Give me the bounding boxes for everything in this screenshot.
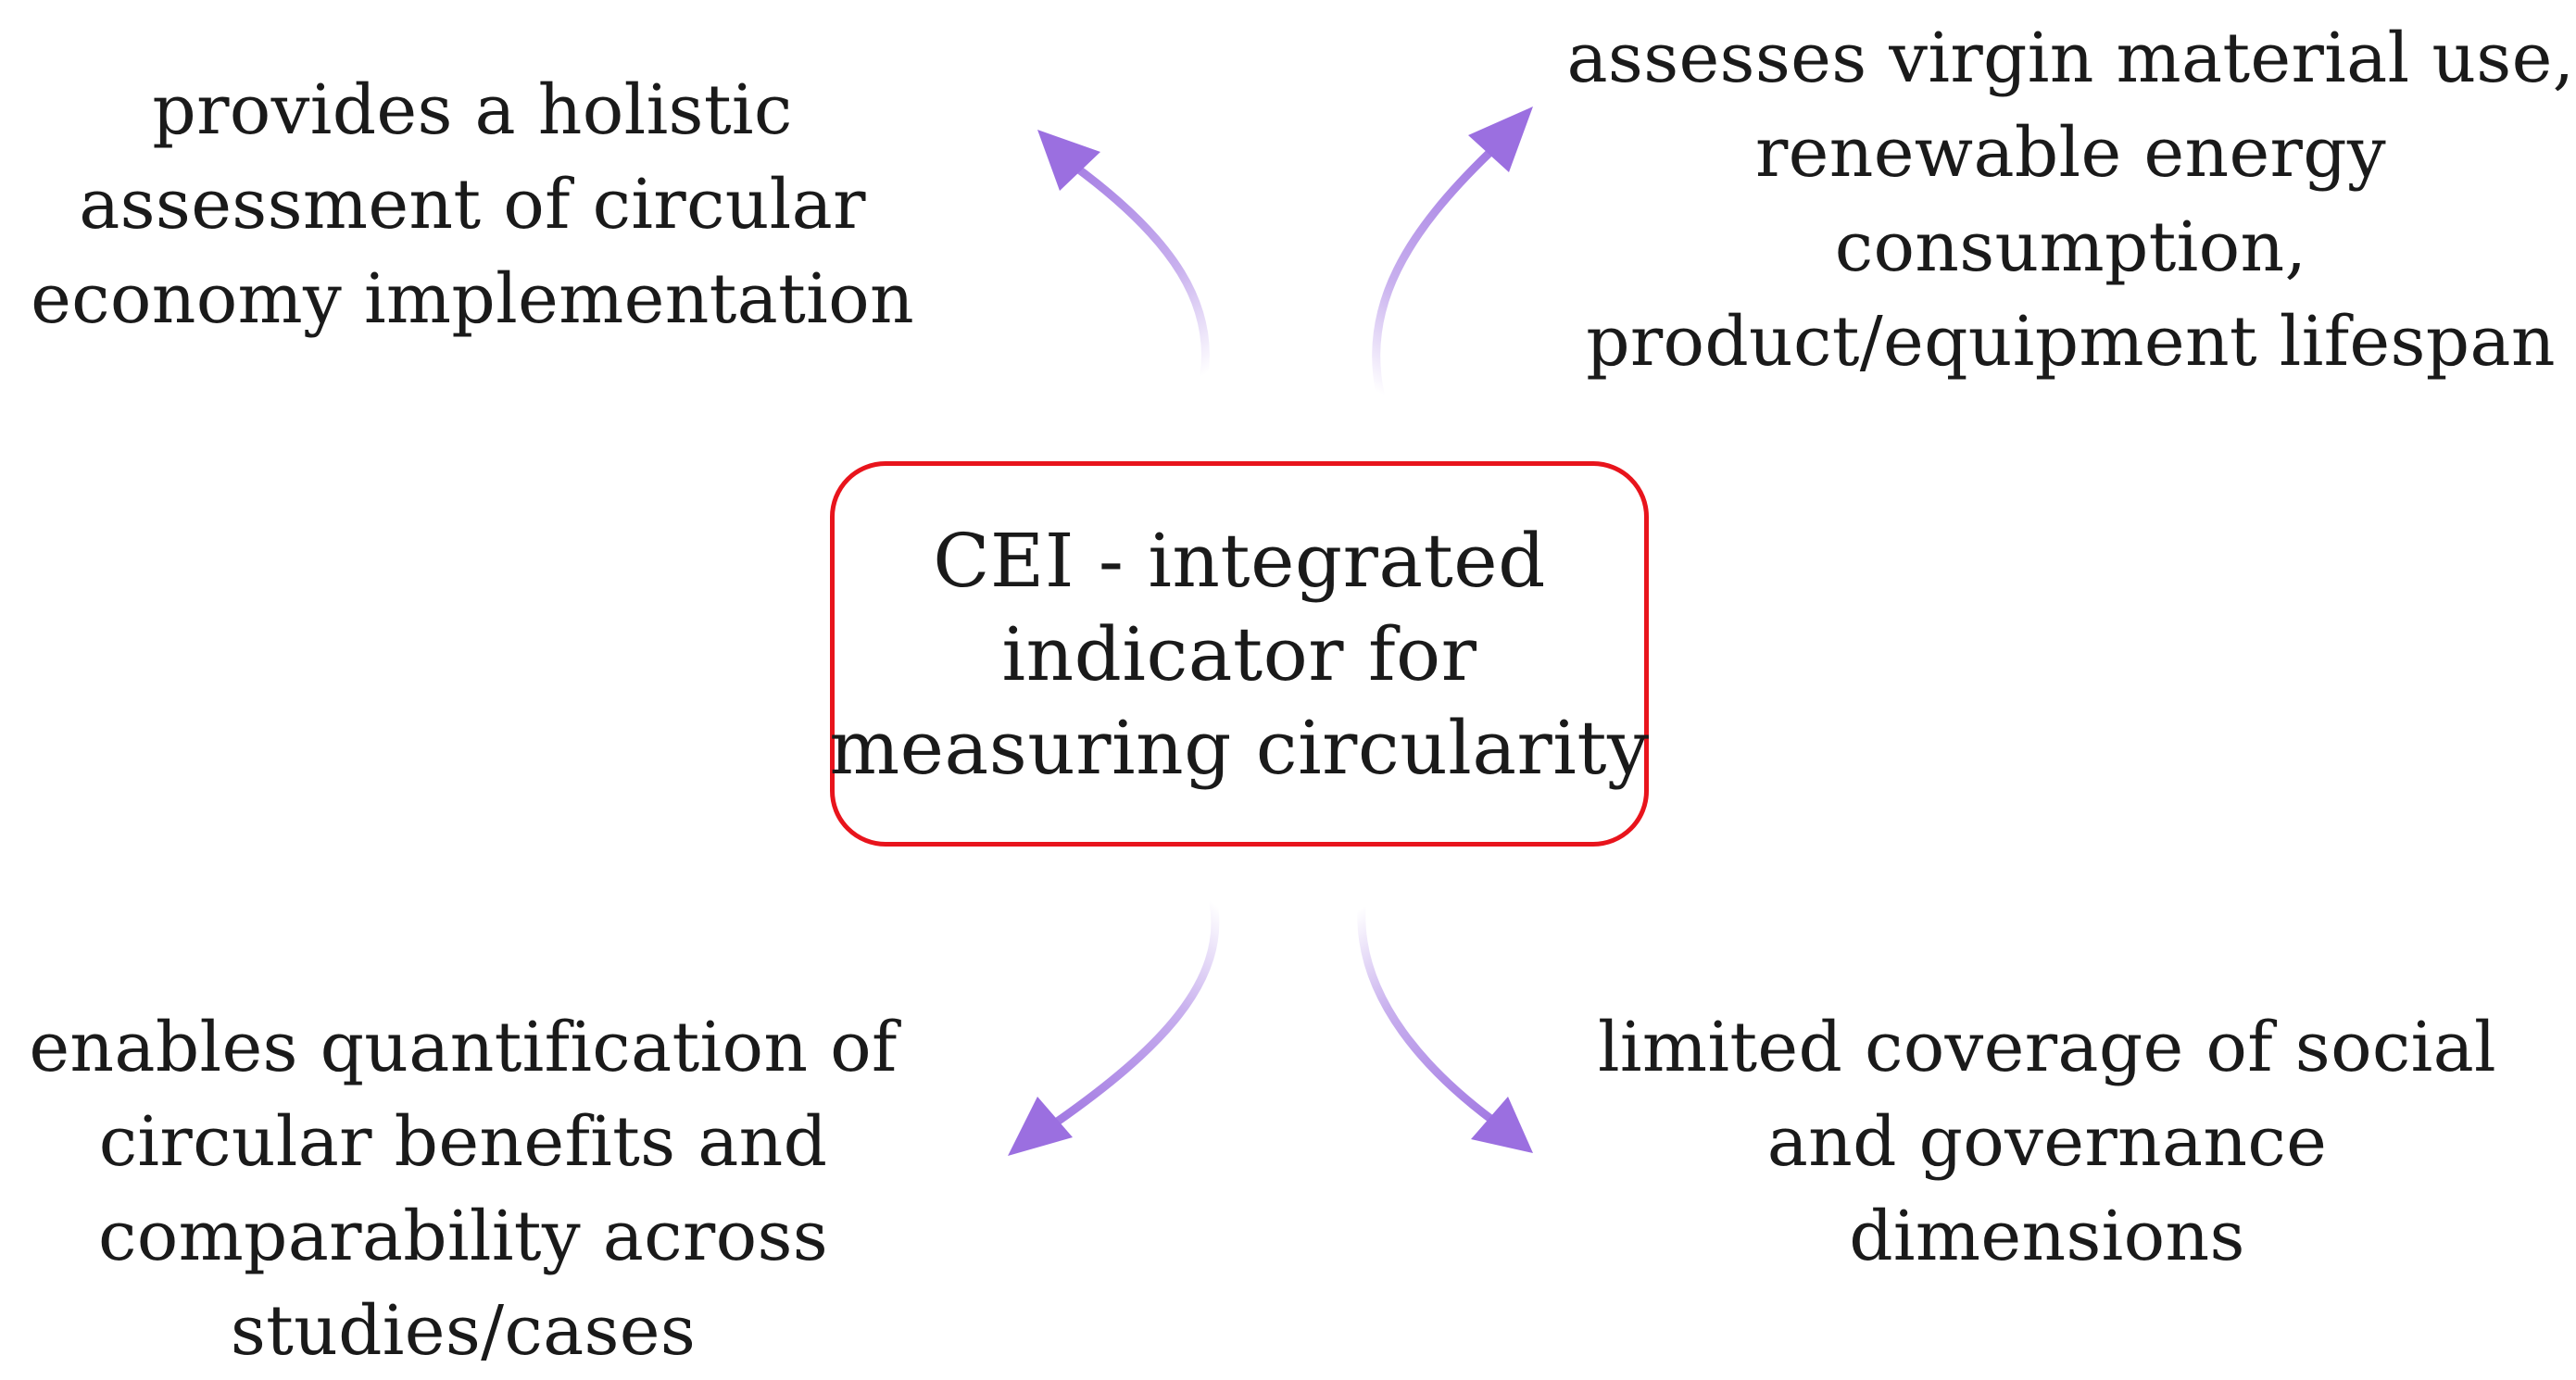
arrow-top-right: [1372, 107, 1533, 398]
note-top-right: assesses virgin material use, renewable …: [1565, 11, 2576, 389]
central-concept-text: CEI - integrated indicator for measuring…: [829, 514, 1649, 795]
note-line: economy implementation: [31, 259, 914, 339]
note-line: enables quantification of: [29, 1008, 898, 1087]
central-concept-box: CEI - integrated indicator for measuring…: [829, 461, 1649, 847]
note-line: assesses virgin material use,: [1566, 19, 2575, 98]
note-line: dimensions: [1849, 1197, 2245, 1276]
arrow-bottom-left: [1008, 898, 1220, 1156]
note-line: circular benefits and: [98, 1102, 828, 1182]
note-line: provides a holistic: [152, 70, 793, 150]
note-line: product/equipment lifespan: [1586, 302, 2556, 382]
note-bottom-left: enables quantification of circular benef…: [0, 1000, 926, 1378]
note-line: limited coverage of social: [1597, 1008, 2497, 1087]
note-line: comparability across: [97, 1197, 829, 1276]
central-concept-line: measuring circularity: [829, 704, 1650, 791]
note-bottom-right: limited coverage of social and governanc…: [1538, 1000, 2557, 1284]
note-line: and governance: [1766, 1102, 2328, 1182]
note-top-left: provides a holistic assessment of circul…: [0, 63, 945, 346]
central-concept-line: indicator for: [1001, 610, 1477, 697]
arrow-top-left: [1037, 130, 1210, 380]
central-concept-line: CEI - integrated: [933, 517, 1546, 604]
note-line: consumption,: [1834, 207, 2307, 287]
arrow-bottom-right: [1357, 903, 1533, 1153]
note-line: studies/cases: [230, 1291, 697, 1371]
note-line: assessment of circular: [79, 165, 866, 245]
note-line: renewable energy: [1754, 113, 2387, 193]
